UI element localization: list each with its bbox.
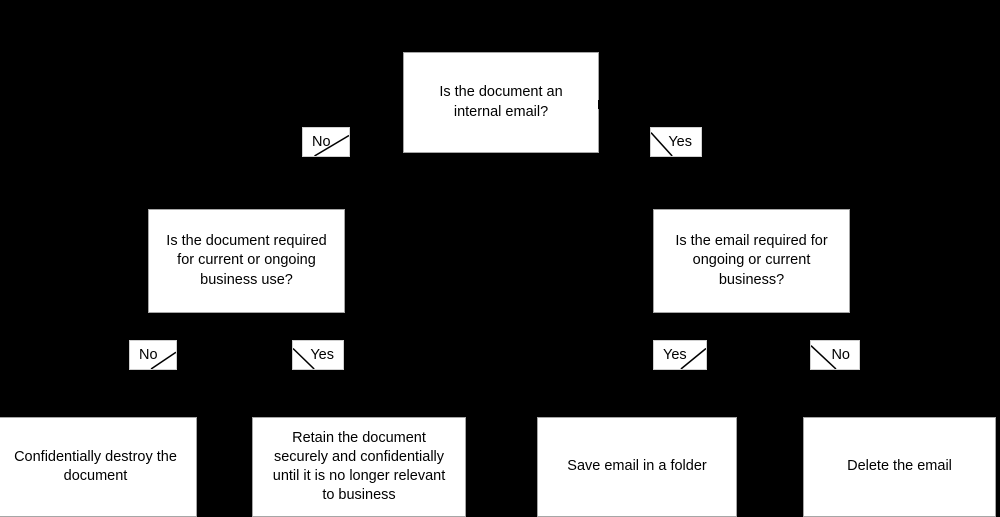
node-root-question-text: Is the document an internal email? — [439, 84, 563, 120]
node-outcome-retain[interactable]: Retain the document securely and confide… — [252, 417, 466, 517]
edge-label-root-no[interactable]: No — [302, 127, 350, 157]
edge-label-root-no-text: No — [312, 133, 331, 150]
node-outcome-delete[interactable]: Delete the email — [803, 417, 996, 517]
node-root-question[interactable]: Is the document an internal email? — [403, 52, 599, 153]
edge-label-left-no-text: No — [139, 346, 158, 363]
connector-root-to-left — [349, 104, 405, 106]
connector-right-yes-down — [637, 313, 639, 418]
node-left-question-text: Is the document required for current or … — [166, 233, 327, 288]
connector-right-no-down — [899, 313, 901, 418]
node-right-question[interactable]: Is the email required for ongoing or cur… — [653, 209, 850, 313]
node-left-question[interactable]: Is the document required for current or … — [148, 209, 345, 313]
connector-left-yes-down — [357, 313, 359, 418]
connector-left-down — [245, 153, 247, 208]
edge-label-root-yes-text: Yes — [668, 133, 692, 150]
connector-right-down — [750, 153, 752, 208]
node-outcome-destroy[interactable]: Confidentially destroy the document — [0, 417, 197, 517]
connector-stub-root-right — [598, 100, 602, 109]
edge-label-left-yes[interactable]: Yes — [292, 340, 344, 370]
node-outcome-delete-text: Delete the email — [847, 458, 952, 475]
node-outcome-save[interactable]: Save email in a folder — [537, 417, 737, 517]
connector-root-to-right — [598, 104, 654, 106]
node-outcome-destroy-text: Confidentially destroy the document — [14, 448, 177, 484]
edge-label-right-yes-text: Yes — [663, 346, 687, 363]
edge-label-right-no[interactable]: No — [810, 340, 860, 370]
edge-label-root-yes[interactable]: Yes — [650, 127, 702, 157]
edge-label-right-no-text: No — [831, 346, 850, 363]
edge-label-left-yes-text: Yes — [310, 346, 334, 363]
node-right-question-text: Is the email required for ongoing or cur… — [675, 233, 828, 288]
node-outcome-retain-text: Retain the document securely and confide… — [272, 429, 446, 504]
node-outcome-save-text: Save email in a folder — [567, 458, 707, 475]
edge-label-left-no[interactable]: No — [129, 340, 177, 370]
edge-label-right-yes[interactable]: Yes — [653, 340, 707, 370]
